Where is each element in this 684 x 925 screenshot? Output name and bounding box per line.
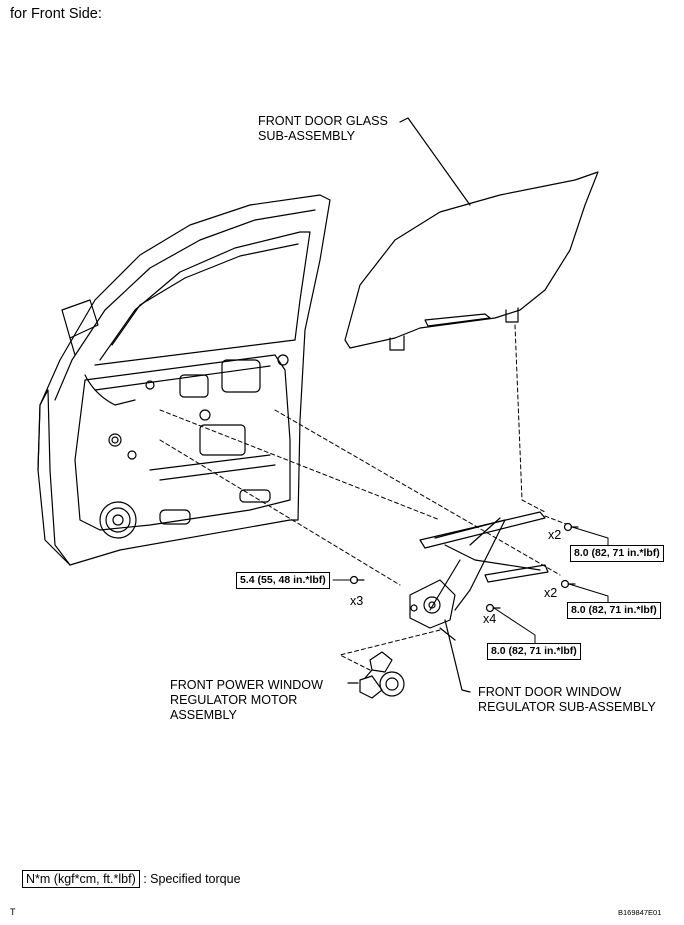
legend-unit-box: N*m (kgf*cm, ft.*lbf) (22, 870, 140, 888)
glass-label-line1: FRONT DOOR GLASS (258, 114, 388, 128)
page-title: for Front Side: (10, 6, 102, 22)
door-panel (37, 194, 331, 566)
glass-leader-line (399, 117, 471, 206)
torque-legend: N*m (kgf*cm, ft.*lbf) : Specified torque (22, 870, 241, 888)
regulator-label-line2: REGULATOR SUB-ASSEMBLY (478, 700, 656, 714)
torque-spec-lower-center: 8.0 (82, 71 in.*lbf) (487, 643, 581, 660)
regulator-label-line1: FRONT DOOR WINDOW (478, 685, 622, 699)
motor-label: FRONT POWER WINDOW REGULATOR MOTOR ASSEM… (170, 678, 323, 723)
footer-mark: T (10, 907, 16, 917)
glass-label: FRONT DOOR GLASS SUB-ASSEMBLY (258, 114, 388, 144)
torque-spec-middle-right: 8.0 (82, 71 in.*lbf) (567, 602, 661, 619)
door-glass (344, 171, 599, 351)
quantity-lower-center: x4 (483, 612, 497, 626)
assembly-dashed-lines (159, 324, 567, 671)
torque-spec-left: 5.4 (55, 48 in.*lbf) (236, 572, 330, 589)
glass-label-line2: SUB-ASSEMBLY (258, 129, 356, 143)
motor-label-line3: ASSEMBLY (170, 708, 237, 722)
torque-leader-lines (332, 526, 609, 644)
motor-label-line1: FRONT POWER WINDOW (170, 678, 323, 692)
quantity-middle-right: x2 (544, 586, 558, 600)
regulator-motor (359, 651, 405, 699)
motor-label-line2: REGULATOR MOTOR (170, 693, 298, 707)
quantity-upper-right: x2 (548, 528, 562, 542)
window-regulator (409, 511, 549, 641)
regulator-label: FRONT DOOR WINDOW REGULATOR SUB-ASSEMBLY (478, 685, 656, 715)
torque-spec-upper-right: 8.0 (82, 71 in.*lbf) (570, 545, 664, 562)
legend-description: : Specified torque (143, 872, 241, 886)
figure-id: B169847E01 (618, 908, 662, 917)
quantity-left: x3 (350, 594, 364, 608)
regulator-leader-line (444, 619, 471, 693)
